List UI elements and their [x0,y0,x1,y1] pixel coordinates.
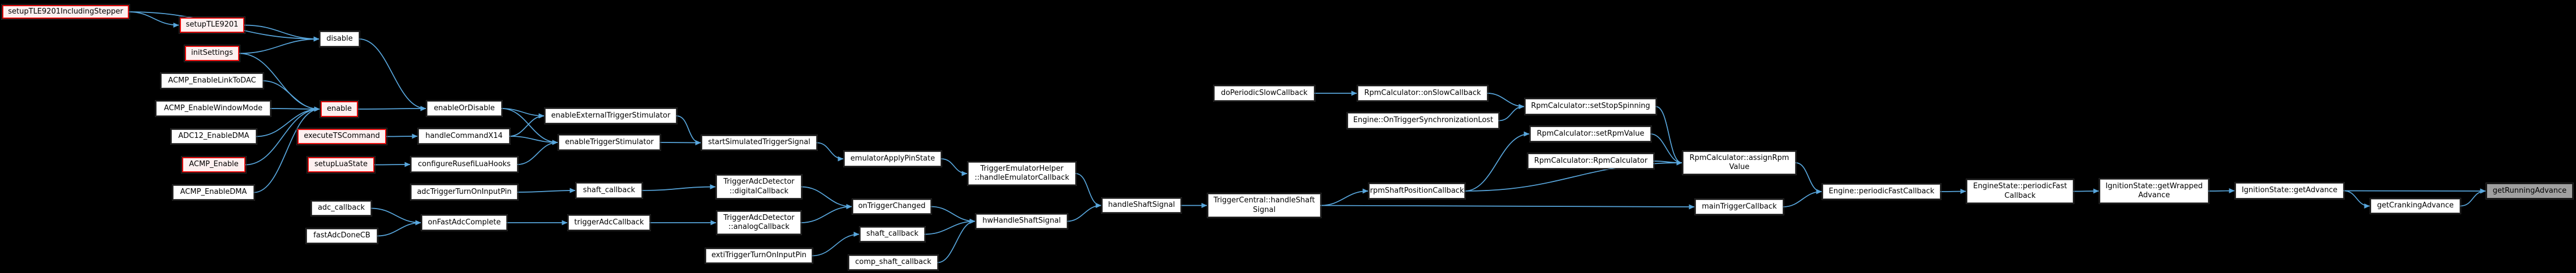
graph-node-n22[interactable]: shaft_callback [575,182,643,199]
graph-node-n47[interactable]: IgnitionState::getWrapped Advance [2099,178,2210,204]
graph-node-n7[interactable]: ACMP_Enable [181,156,247,174]
call-edge-n49-n50 [2460,188,2486,207]
call-edge-n41-n43 [1650,133,1682,166]
graph-node-n21[interactable]: enableTriggerStimulator [558,134,661,151]
call-edge-n28-n32 [940,158,968,176]
call-edge-n16-n20 [509,113,545,137]
graph-node-n20[interactable]: enableExternalTriggerStimulator [544,107,678,124]
graph-node-n49[interactable]: getCrankingAdvance [2370,198,2461,214]
graph-node-n5[interactable]: ACMP_EnableWindowMode [155,100,271,117]
graph-node-n4[interactable]: ACMP_EnableLinkToDAC [160,72,264,89]
graph-node-n27[interactable]: extiTriggerTurnOnInputPin [705,248,813,264]
call-edge-n14-n19 [377,220,421,237]
graph-node-n40[interactable]: RpmCalculator::setStopSpinning [1524,98,1657,115]
graph-node-n36[interactable]: doPeriodicSlowCallback [1213,85,1315,102]
call-edge-n29-n33 [930,206,976,224]
graph-node-n18[interactable]: adcTriggerTurnOnInputPin [410,184,519,201]
call-edge-n16-n21 [509,136,558,145]
graph-node-n44[interactable]: mainTriggerCallback [1694,198,1784,215]
graph-node-n13[interactable]: adc_callback [310,200,372,216]
call-edge-n2-n9 [244,24,320,42]
graph-node-n15[interactable]: enableOrDisable [426,100,503,117]
graph-node-n33[interactable]: hwHandleShaftSignal [975,213,1068,229]
graph-node-n42[interactable]: RpmCalculator::RpmCalculator [1527,153,1655,170]
graph-node-n43[interactable]: RpmCalculator::assignRpm Value [1682,150,1797,175]
graph-node-n46[interactable]: EngineState::periodicFast Callback [1966,179,2074,204]
graph-node-n50: getRunningAdvance [2486,183,2574,200]
call-edge-n33-n34 [1067,203,1102,222]
graph-node-n14[interactable]: fastAdcDoneCB [305,228,378,244]
graph-node-n12[interactable]: setupLuaState [307,156,376,174]
graph-node-n16[interactable]: handleCommandX14 [417,128,511,145]
call-edge-n48-n50 [2343,188,2486,194]
graph-node-n29[interactable]: onTriggerChanged [852,198,932,215]
graph-node-n2[interactable]: setupTLE9201 [179,16,245,34]
graph-node-n1[interactable]: setupTLE9201IncludingStepper [1,4,130,20]
graph-node-n6[interactable]: ADC12_EnableDMA [170,128,257,145]
call-edge-n18-n22 [517,188,576,193]
graph-node-n31[interactable]: comp_shaft_callback [848,254,939,271]
graph-node-n32[interactable]: TriggerEmulatorHelper ::handleEmulatorCa… [967,161,1077,186]
call-edge-n47-n48 [2208,188,2235,194]
graph-node-n11[interactable]: executeTSCommand [296,128,387,145]
graph-node-n25[interactable]: TriggerAdcDetector ::digitalCallback [715,174,802,200]
call-edge-n30-n33 [924,219,976,235]
call-edge-n37-n41 [1464,131,1530,192]
graph-node-n8[interactable]: ACMP_EnableDMA [172,184,255,201]
graph-node-n24[interactable]: startSimulatedTriggerSignal [701,135,818,151]
call-edge-n15-n20 [501,108,545,119]
call-edge-n42-n43 [1653,160,1682,166]
call-edge-n20-n24 [676,115,701,145]
call-edge-n38-n40 [1487,93,1525,109]
graph-node-n3[interactable]: initSettings [184,45,240,62]
call-edge-n40-n43 [1655,106,1682,166]
call-edge-n8-n10 [253,106,320,193]
call-edge-n4-n10 [262,80,320,112]
graph-node-n35[interactable]: TriggerCentral::handleShaft Signal [1207,193,1322,218]
call-edge-n25-n29 [801,186,852,209]
graph-node-n19[interactable]: onFastAdcComplete [421,214,508,231]
graph-node-n38[interactable]: RpmCalculator::onSlowCallback [1357,85,1488,102]
call-edge-n22-n25 [641,184,716,191]
call-edge-n17-n21 [517,140,558,165]
graph-node-n41[interactable]: RpmCalculator::setRpmValue [1529,125,1652,142]
graph-node-n39[interactable]: Engine::OnTriggerSynchronizationLost [1347,112,1500,129]
graph-node-n28[interactable]: emulatorApplyPinState [843,150,942,167]
call-edge-n1-n2 [128,11,179,28]
call-edge-n48-n49 [2343,190,2370,209]
call-edge-n13-n19 [370,207,421,226]
graph-node-n30[interactable]: shaft_callback [859,226,926,242]
call-edge-n35-n37 [1320,188,1369,206]
call-edge-n35-n44 [1320,204,1695,210]
call-edge-n39-n40 [1498,104,1525,122]
graph-node-n26[interactable]: TriggerAdcDetector ::analogCallback [716,210,802,235]
call-edge-n31-n33 [937,219,976,263]
graph-node-n10[interactable]: enable [320,100,359,118]
graph-node-n17[interactable]: configureRusefiLuaHooks [410,156,519,173]
graph-node-n45[interactable]: Engine::periodicFastCallback [1822,183,1941,200]
call-edge-n21-n24 [659,140,701,145]
call-edge-n3-n9 [239,36,320,54]
call-edge-n26-n29 [800,204,852,223]
graph-node-n9[interactable]: disable [319,31,360,47]
call-edge-n32-n34 [1075,173,1102,208]
call-edge-n43-n45 [1795,162,1822,194]
graph-node-n37[interactable]: rpmShaftPositionCallback [1368,183,1466,200]
call-edge-n11-n16 [386,133,418,139]
call-edge-n27-n30 [812,232,860,257]
call-edge-n9-n15 [359,38,426,111]
graph-node-n48[interactable]: IgnitionState::getAdvance [2234,182,2345,200]
graph-node-n34[interactable]: handleShaftSignal [1101,197,1182,214]
call-edge-n44-n45 [1783,189,1822,207]
call-edge-n46-n47 [2073,188,2099,194]
call-edge-n12-n17 [374,162,411,167]
graph-node-n23[interactable]: triggerAdcCallback [567,214,651,231]
call-edge-n24-n28 [816,142,844,162]
